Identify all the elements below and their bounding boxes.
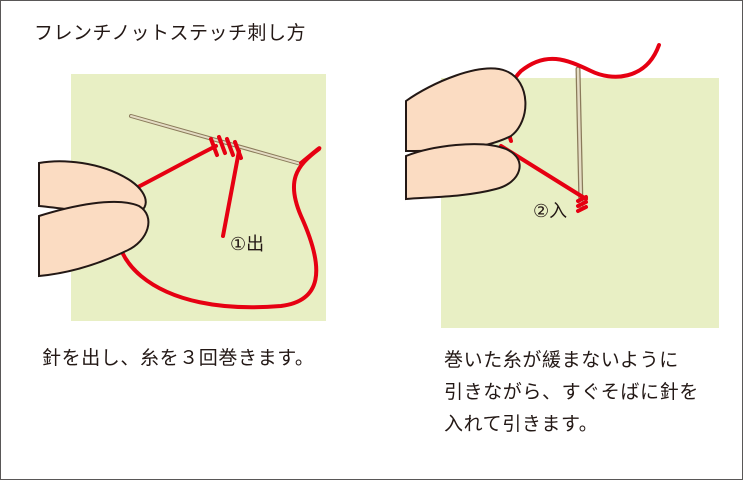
step1-label: ①出	[230, 234, 264, 255]
figure-title: フレンチノットステッチ刺し方	[34, 22, 307, 44]
step2-illustration: ②入	[405, 43, 719, 328]
step2-hand	[405, 67, 527, 201]
illustration-canvas: ①出 ②入	[38, 43, 719, 328]
step1-needle	[129, 114, 303, 166]
step1-illustration: ①出	[38, 74, 326, 321]
step1-hand	[38, 160, 150, 278]
step2-label: ②入	[533, 201, 567, 222]
step1-caption: 針を出し、糸を３回巻きます。	[42, 347, 315, 369]
step2-needle	[575, 66, 584, 209]
step2-caption: 巻いた糸が緩まないように 引きながら、すぐそばに針を 入れて引きます。	[444, 349, 699, 435]
